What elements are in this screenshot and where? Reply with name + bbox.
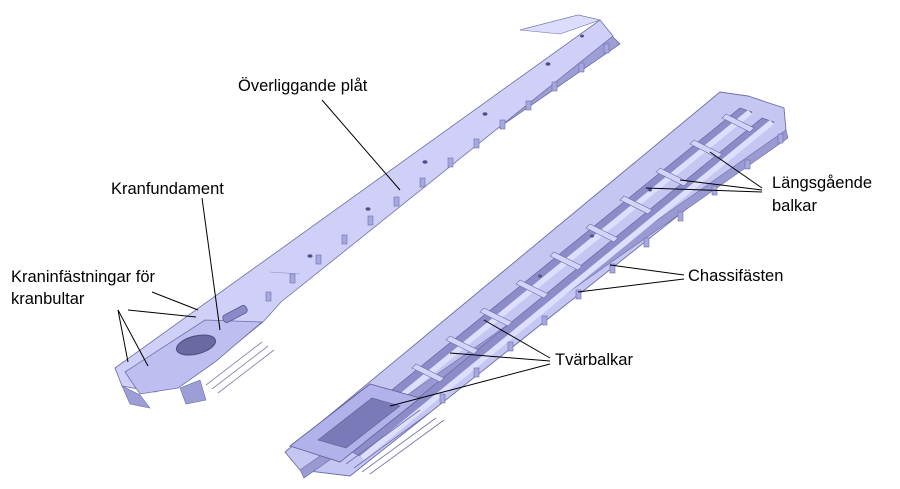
label-longitudinal-beams-line2: balkar <box>772 197 817 215</box>
top-plate-assembly <box>114 14 621 409</box>
leader-crane-mounts-a <box>151 291 199 311</box>
label-crane-mounts-line1: Kraninfästningar för <box>11 268 156 286</box>
leader-crossbeam-a <box>483 319 551 359</box>
leader-crossbeam-b <box>449 352 551 362</box>
label-chassis-mounts: Chassifästen <box>688 267 783 285</box>
label-overlying-plate: Överliggande plåt <box>238 77 368 95</box>
leader-longitudinal-a <box>709 151 763 189</box>
leader-crossbeam-c <box>389 363 551 407</box>
leader-overlying-plate <box>321 99 401 191</box>
leader-longitudinal-b <box>679 179 763 191</box>
label-crane-foundation: Kranfundament <box>111 180 224 198</box>
leader-chassis-b <box>577 278 685 293</box>
leader-longitudinal-c <box>645 187 763 193</box>
frame-assembly <box>284 91 789 479</box>
label-crane-mounts-line2: kranbultar <box>11 290 85 308</box>
longitudinal-beam-2 <box>360 120 774 460</box>
longitudinal-beam-1 <box>338 110 752 448</box>
crane-foundation-block <box>124 319 264 395</box>
label-cross-beams: Tvärbalkar <box>555 351 633 369</box>
leader-lines <box>117 99 763 407</box>
crane-hole <box>175 334 217 356</box>
leader-chassis-a <box>609 264 685 276</box>
chassis-tabs-top-plate <box>265 43 610 302</box>
leader-crane-mounts-c <box>117 309 129 363</box>
leader-crane-foundation <box>201 197 221 331</box>
leader-crane-mounts-d <box>117 309 149 367</box>
label-longitudinal-beams-line1: Längsgående <box>772 174 872 192</box>
leader-crane-mounts-b <box>127 309 197 318</box>
